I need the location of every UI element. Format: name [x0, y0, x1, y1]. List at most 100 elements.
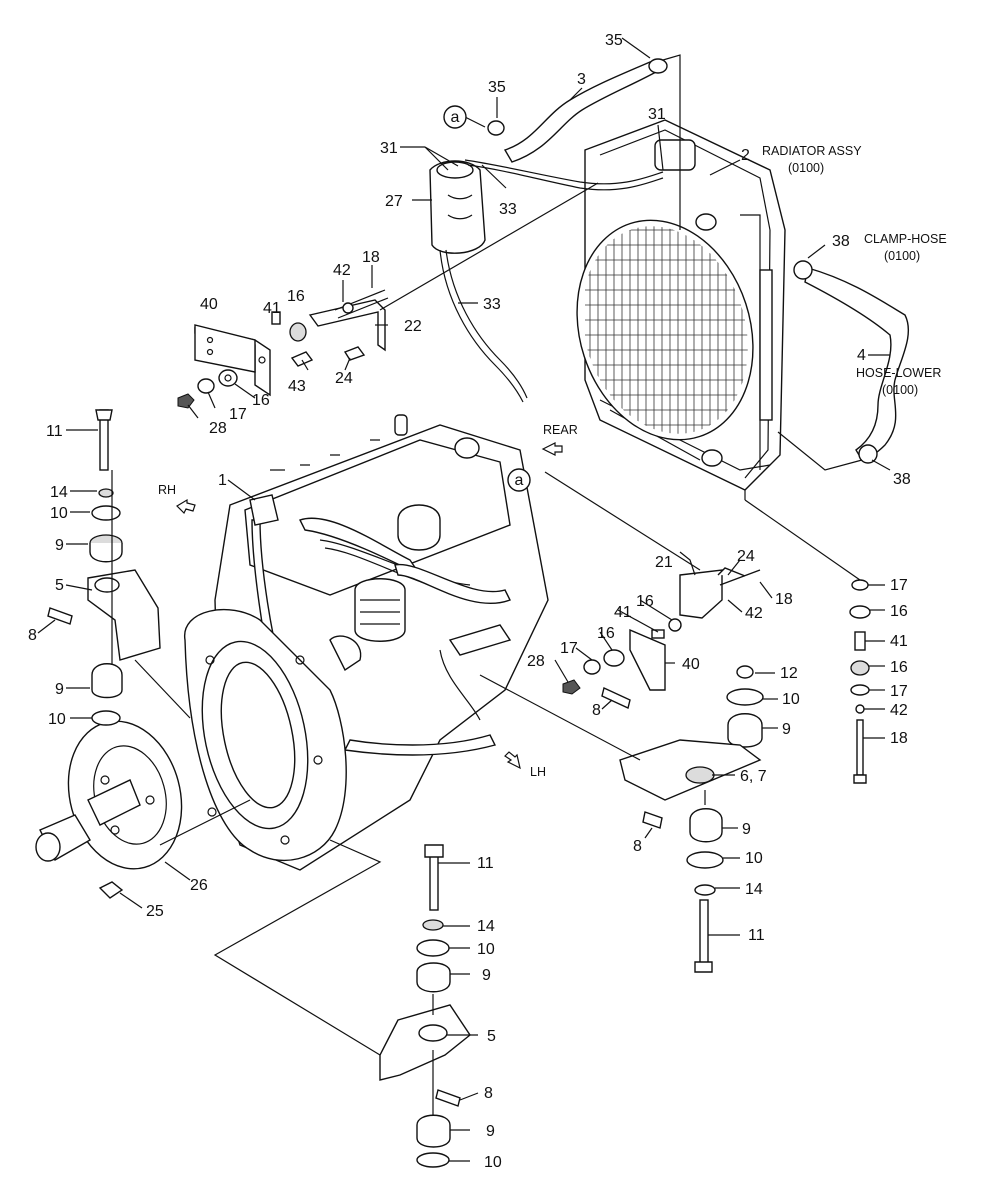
callout-16: 16 [597, 625, 615, 642]
callout-33: 33 [483, 296, 501, 313]
callout-11: 11 [477, 855, 494, 872]
direction-arrow-icon [541, 442, 563, 456]
callout-8: 8 [28, 627, 37, 644]
callout-17: 17 [890, 683, 908, 700]
ref-circle-a [443, 105, 467, 129]
part-notes: RADIATOR ASSY (0100) CLAMP-HOSE (0100) H… [158, 144, 947, 779]
callout-24: 24 [737, 548, 755, 565]
flywheel-housing [184, 608, 347, 862]
callout-28: 28 [209, 420, 227, 437]
callout-16: 16 [252, 392, 270, 409]
callout-9: 9 [486, 1123, 495, 1140]
callout-labels: 35 35 3 31 31 2 27 33 33 38 38 4 42 18 4… [28, 32, 911, 1171]
callout-42: 42 [333, 262, 351, 279]
callout-9: 9 [482, 967, 491, 984]
callout-22: 22 [404, 318, 422, 335]
callout-10: 10 [782, 691, 800, 708]
callout-11: 11 [46, 423, 63, 440]
callout-14: 14 [745, 881, 763, 898]
callout-35: 35 [605, 32, 623, 49]
callout-40: 40 [682, 656, 700, 673]
leader-lines [37, 37, 891, 1162]
direction-rear: REAR [543, 423, 578, 437]
callout-16: 16 [890, 603, 908, 620]
callout-8: 8 [484, 1085, 493, 1102]
callout-4: 4 [857, 347, 866, 364]
callout-18: 18 [775, 591, 793, 608]
callout-18: 18 [362, 249, 380, 266]
right-mount-group [562, 567, 764, 973]
callout-8: 8 [633, 838, 642, 855]
callout-1: 1 [218, 472, 227, 489]
callout-40: 40 [200, 296, 218, 313]
hose-clamp [648, 58, 668, 74]
callout-31: 31 [648, 106, 666, 123]
coupling-flange [35, 720, 183, 899]
callout-16: 16 [287, 288, 305, 305]
callout-5: 5 [55, 577, 64, 594]
direction-rh: RH [158, 483, 176, 497]
hose-lower [804, 267, 910, 461]
note-radiator-code: (0100) [788, 161, 824, 175]
callout-17: 17 [229, 406, 247, 423]
callout-10: 10 [48, 711, 66, 728]
note-hose-code: (0100) [882, 383, 918, 397]
callout-10: 10 [50, 505, 68, 522]
callout-31: 31 [380, 140, 398, 157]
hose-clamp [487, 120, 505, 136]
callout-41: 41 [263, 300, 281, 317]
right-stack [849, 579, 871, 784]
callout-24: 24 [335, 370, 353, 387]
callout-38: 38 [832, 233, 850, 250]
callout-16: 16 [890, 659, 908, 676]
direction-arrow-icon [504, 751, 521, 770]
callout-42: 42 [745, 605, 763, 622]
callout-3: 3 [577, 71, 586, 88]
callout-9: 9 [742, 821, 751, 838]
callout-10: 10 [477, 941, 495, 958]
callout-38: 38 [893, 471, 911, 488]
callout-12: 12 [780, 665, 798, 682]
hose-clamp [858, 444, 878, 464]
callout-27: 27 [385, 193, 403, 210]
callout-18: 18 [890, 730, 908, 747]
callout-9: 9 [55, 537, 64, 554]
reserve-tank [429, 160, 486, 254]
callout-25: 25 [146, 903, 164, 920]
callout-16: 16 [636, 593, 654, 610]
callout-11: 11 [748, 927, 765, 944]
callout-14: 14 [50, 484, 68, 501]
note-clamp-code: (0100) [884, 249, 920, 263]
callout-8: 8 [592, 702, 601, 719]
callout-2: 2 [741, 147, 750, 164]
callout-42: 42 [890, 702, 908, 719]
callout-17: 17 [890, 577, 908, 594]
note-hose-lower: HOSE-LOWER [856, 366, 941, 380]
hose-clamp [793, 260, 813, 280]
callout-9: 9 [55, 681, 64, 698]
direction-arrow-icon [176, 498, 196, 515]
radiator-assy [576, 119, 786, 491]
note-radiator-assy: RADIATOR ASSY [762, 144, 862, 158]
callout-6-7: 6, 7 [740, 768, 767, 785]
callout-17: 17 [560, 640, 578, 657]
callout-33: 33 [499, 201, 517, 218]
callout-41: 41 [614, 604, 632, 621]
callout-28: 28 [527, 653, 545, 670]
ref-a-top: a [451, 109, 460, 126]
left-mount-group [47, 409, 161, 726]
callout-26: 26 [190, 877, 208, 894]
callout-43: 43 [288, 378, 306, 395]
callout-41: 41 [890, 633, 908, 650]
callout-5: 5 [487, 1028, 496, 1045]
callout-10: 10 [484, 1154, 502, 1171]
ref-circle-a [507, 468, 531, 492]
ref-a-engine: a [515, 472, 524, 489]
note-clamp-hose: CLAMP-HOSE [864, 232, 947, 246]
upper-bracket-group [177, 289, 389, 409]
direction-lh: LH [530, 765, 546, 779]
callout-35: 35 [488, 79, 506, 96]
callout-9: 9 [782, 721, 791, 738]
callout-10: 10 [745, 850, 763, 867]
